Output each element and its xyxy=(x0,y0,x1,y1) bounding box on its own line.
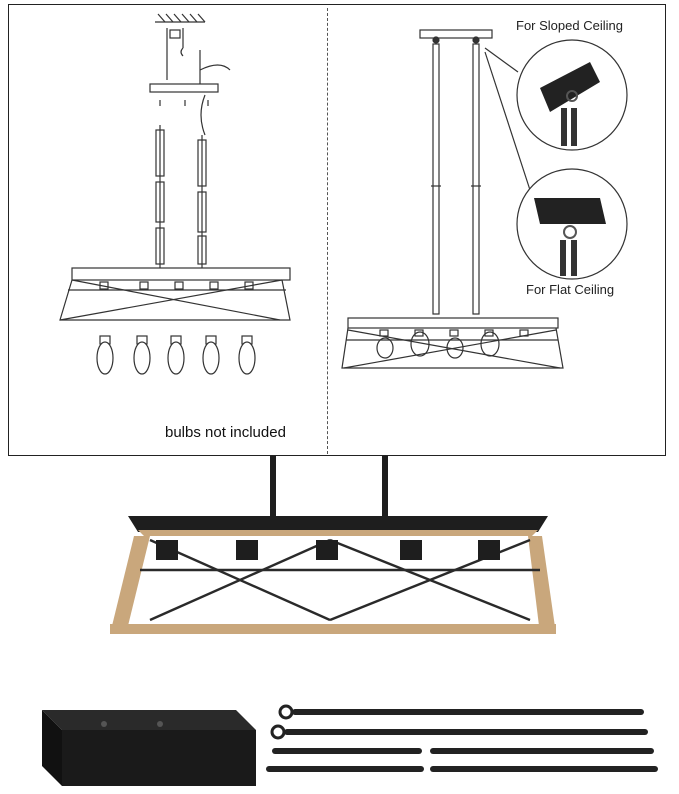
fixture-frame-drawing xyxy=(59,267,291,321)
canopy-plate-photo xyxy=(42,710,256,786)
fixture-photo xyxy=(110,456,556,634)
hanging-diagram xyxy=(341,29,564,369)
bulbs-caption: bulbs not included xyxy=(165,424,286,441)
rods-photo xyxy=(266,704,658,772)
bulb-drawings xyxy=(96,335,256,375)
mounting-bracket xyxy=(149,28,231,106)
flat-ceiling-detail xyxy=(516,168,628,280)
rod-segments xyxy=(155,94,207,268)
flat-ceiling-label: For Flat Ceiling xyxy=(526,282,615,297)
panel-divider xyxy=(327,8,328,454)
sloped-ceiling-label: For Sloped Ceiling xyxy=(516,18,623,33)
ceiling-hatch xyxy=(155,13,206,23)
sloped-ceiling-detail xyxy=(516,39,628,151)
